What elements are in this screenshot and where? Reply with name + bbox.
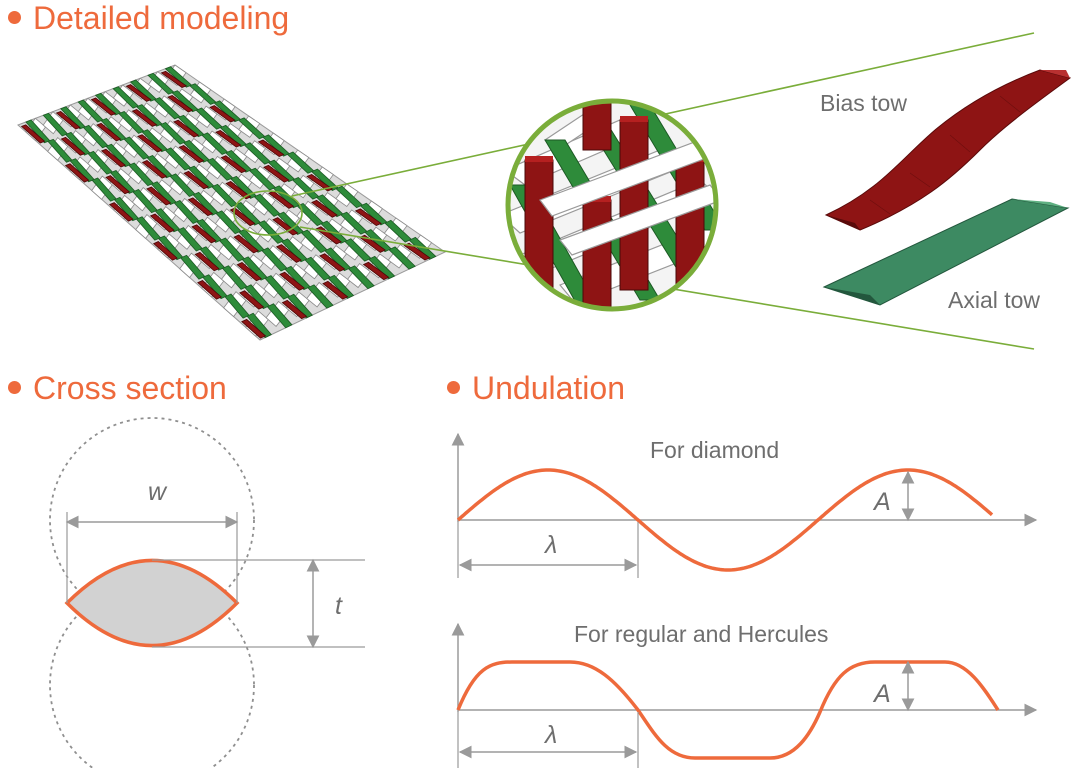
section-title-undulation: Undulation (447, 372, 625, 404)
cross-section-diagram (49, 417, 365, 768)
axial-segment (105, 175, 131, 195)
amplitude-symbol: A (874, 680, 891, 708)
regular-caption: For regular and Hercules (574, 621, 829, 647)
diamond-caption: For diamond (650, 437, 780, 463)
axial-segment (209, 105, 236, 123)
section-title-text: Undulation (472, 370, 625, 406)
section-title-text: Detailed modeling (33, 0, 290, 36)
axial-segment (149, 213, 175, 233)
axial-segment (306, 173, 334, 192)
amplitude-symbol: A (874, 488, 891, 516)
axial-segment (257, 139, 285, 158)
axial-segment (90, 97, 117, 116)
diamond-undulation-plot (451, 432, 1038, 578)
axial-segment (160, 70, 188, 88)
axial-segment (233, 234, 260, 254)
axial-segment (125, 84, 152, 102)
axial-segment (55, 110, 81, 130)
axial-segment (279, 271, 305, 291)
axial-segment (64, 163, 90, 183)
axial-segment (137, 134, 163, 153)
lens-cross-section (64, 558, 240, 648)
axial-segment (359, 234, 386, 253)
axial-segment (167, 94, 194, 113)
axial-segment (272, 217, 299, 236)
section-title-cross-section: Cross section (8, 372, 227, 404)
axial-segment (194, 251, 220, 272)
upper-circle (49, 417, 255, 623)
regular-wave-curve (456, 660, 1000, 760)
axial-segment (220, 155, 247, 174)
axial-segment (183, 170, 210, 190)
axial-segment (275, 244, 302, 263)
zoom-detail-circle (505, 98, 719, 312)
axial-segment (187, 197, 214, 217)
regular-undulation-plot (451, 622, 1038, 768)
axial-segment (20, 124, 46, 144)
wavelength-symbol: λ (545, 531, 558, 559)
diamond-wave-curve (456, 468, 994, 572)
axial-tow-label: Axial tow (948, 287, 1041, 313)
axial-segment (263, 164, 290, 183)
axial-segment (108, 202, 134, 222)
axial-segment (60, 136, 86, 156)
axial-segment (215, 129, 242, 148)
axial-segment (152, 241, 178, 261)
section-title-detailed-modeling: Detailed modeling (8, 2, 289, 34)
bullet-icon (8, 11, 21, 25)
axial-segment (178, 145, 205, 164)
axial-segment (236, 262, 262, 282)
axial-segment (96, 122, 122, 142)
green-strand (266, 303, 293, 329)
axial-segment (241, 318, 267, 339)
axial-segment (100, 148, 127, 168)
section-title-text: Cross section (33, 370, 227, 406)
green-strand (388, 246, 416, 270)
thickness-symbol: t (335, 592, 342, 620)
axial-tow-model (822, 198, 1070, 306)
axial-segment (311, 199, 338, 218)
width-symbol: w (148, 478, 167, 506)
axial-segment (403, 242, 431, 261)
axial-segment (225, 181, 252, 200)
green-strand (307, 284, 334, 309)
bias-tow-model (824, 69, 1072, 231)
axial-segment (131, 108, 158, 127)
axial-segment (322, 280, 349, 300)
braided-fabric-model (17, 64, 446, 341)
green-strand (347, 265, 375, 290)
axial-segment (197, 280, 223, 300)
axial-segment (146, 186, 172, 206)
axial-segment (239, 290, 265, 310)
axial-segment (191, 224, 217, 244)
bullet-icon (8, 381, 21, 395)
wavelength-symbol: λ (545, 721, 558, 749)
axial-segment (229, 207, 256, 227)
bullet-icon (447, 381, 460, 395)
axial-segment (173, 119, 200, 138)
axial-segment (354, 208, 382, 227)
axial-segment (362, 261, 390, 281)
axial-segment (281, 299, 308, 320)
axial-segment (319, 253, 346, 272)
lower-circle (49, 582, 255, 768)
bias-tow-label: Bias tow (820, 90, 907, 116)
axial-segment (141, 160, 168, 179)
fabric-tows (20, 64, 437, 339)
